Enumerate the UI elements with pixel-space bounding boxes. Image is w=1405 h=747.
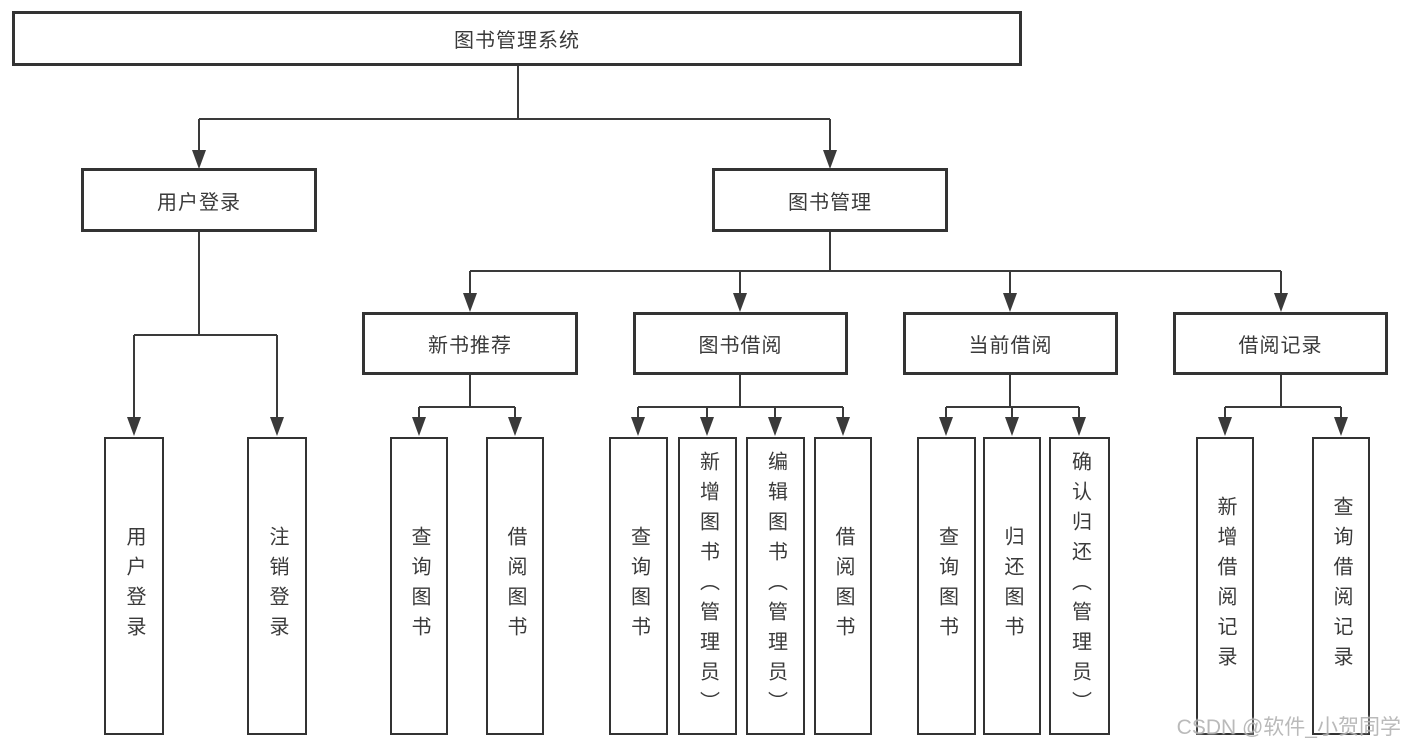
leaf-query-borrow-record: 查询借阅记录 — [1312, 437, 1370, 735]
node-book-borrowing: 图书借阅 — [633, 312, 848, 375]
leaf-label: 注销登录 — [266, 526, 288, 646]
node-user-login: 用户登录 — [81, 168, 317, 232]
leaf-edit-books-admin: 编辑图书（管理员） — [746, 437, 805, 735]
leaf-label: 查询图书 — [408, 526, 430, 646]
csdn-watermark: CSDN @软件_小贺同学 — [1176, 716, 1401, 739]
leaf-label: 查询图书 — [627, 526, 650, 646]
leaf-label: 借阅图书 — [832, 526, 854, 646]
leaf-label: 新增借阅记录 — [1214, 496, 1236, 676]
node-library-management-system: 图书管理系统 — [12, 11, 1022, 66]
leaf-label: 查询图书 — [935, 526, 958, 646]
leaf-query-books-borrowing: 查询图书 — [609, 437, 668, 735]
leaf-label: 查询借阅记录 — [1330, 496, 1352, 676]
leaf-label: 归还图书 — [1001, 526, 1023, 646]
leaf-label: 新增图书（管理员） — [696, 451, 719, 721]
node-current-borrowing: 当前借阅 — [903, 312, 1118, 375]
leaf-logout: 注销登录 — [247, 437, 307, 735]
leaf-user-login: 用户登录 — [104, 437, 164, 735]
node-borrowing-records: 借阅记录 — [1173, 312, 1388, 375]
arrowheads — [127, 150, 1348, 436]
leaf-label: 用户登录 — [123, 526, 145, 646]
leaf-add-borrow-record: 新增借阅记录 — [1196, 437, 1254, 735]
leaf-label: 确认归还（管理员） — [1068, 451, 1091, 721]
leaf-query-books-recommend: 查询图书 — [390, 437, 448, 735]
leaf-return-books: 归还图书 — [983, 437, 1041, 735]
leaf-label: 借阅图书 — [504, 526, 526, 646]
leaf-query-books-current: 查询图书 — [917, 437, 976, 735]
tree-edges — [133, 66, 1342, 419]
leaf-add-books-admin: 新增图书（管理员） — [678, 437, 737, 735]
leaf-label: 编辑图书（管理员） — [764, 451, 787, 721]
leaf-borrow-books-recommend: 借阅图书 — [486, 437, 544, 735]
leaf-borrow-books-borrowing: 借阅图书 — [814, 437, 872, 735]
leaf-confirm-return-admin: 确认归还（管理员） — [1049, 437, 1110, 735]
node-book-management: 图书管理 — [712, 168, 948, 232]
node-new-book-recommendation: 新书推荐 — [362, 312, 578, 375]
